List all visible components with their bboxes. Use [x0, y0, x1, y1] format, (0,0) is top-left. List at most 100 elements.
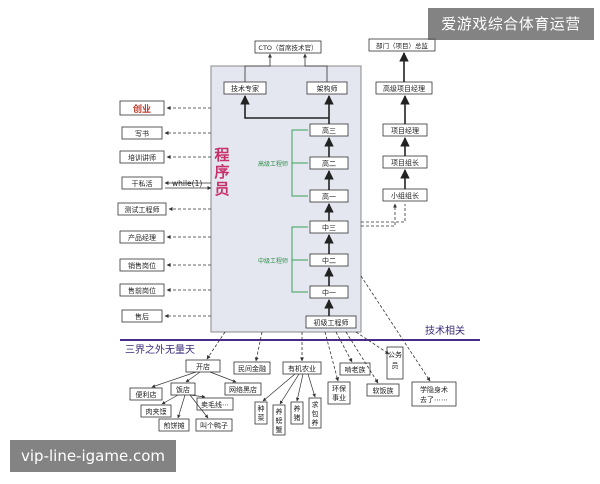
- cultivate-line-2: 去了⋯⋯: [420, 395, 448, 404]
- director-label: 部门（项目）总监: [376, 41, 429, 50]
- junior-box: [305, 315, 357, 329]
- product-manager-label: 产品经理: [128, 233, 156, 242]
- trainer-box: [119, 150, 165, 164]
- programmer-title-2: 序: [214, 163, 229, 181]
- author-box: [121, 126, 163, 140]
- mid2-label: 中二: [322, 256, 336, 265]
- senior-group-label: 高级工程师: [258, 160, 288, 168]
- aftersales-box: [121, 309, 163, 323]
- env-char-1: 环保: [332, 384, 346, 393]
- left-dashed-arrows: [164, 106, 211, 318]
- junior-label: 初级工程师: [314, 318, 349, 327]
- group-leader-label: 小组组长: [391, 191, 419, 200]
- product-manager-box: [119, 230, 165, 244]
- rice-label: 软饭族: [373, 386, 394, 395]
- architect-label: 架构师: [317, 84, 338, 93]
- cto-label: CTO（首席技术官）: [258, 43, 317, 52]
- env-box: [327, 381, 351, 405]
- private-finance-label: 民间金融: [238, 364, 266, 373]
- other-realm-label: 三界之外无量天: [125, 343, 195, 356]
- farm-branch-arrows: [262, 373, 316, 405]
- team-leader-label: 项目组长: [391, 158, 419, 167]
- pancake-label: 煎饼摊: [164, 421, 185, 430]
- convenience-store-box: [129, 387, 163, 401]
- meat-buns-box: [140, 404, 172, 418]
- programmer-title-1: 程: [214, 146, 229, 164]
- senior3-to-expert-arrow: [240, 95, 329, 119]
- presales-box: [119, 283, 165, 297]
- sleep-label: 啃老族: [345, 365, 366, 374]
- open-shop-box: [185, 359, 221, 373]
- rice-box: [366, 383, 400, 397]
- while-label: while(1): [172, 179, 202, 188]
- senior-pm-label: 高级项目经理: [383, 84, 425, 93]
- crab-char-1: 养: [276, 407, 283, 416]
- senior2-label: 高二: [322, 159, 336, 168]
- pm-label: 项目经理: [391, 126, 419, 135]
- senior-bracket: [291, 129, 308, 197]
- meat-buns-label: 肉夹馍: [146, 407, 167, 416]
- pig-box: [290, 401, 304, 425]
- tech-related-label: 技术相关: [425, 324, 465, 337]
- programmer-title-3: 员: [214, 180, 229, 198]
- civil-char-1: 公务: [388, 350, 402, 359]
- private-work-label: 干私活: [132, 179, 153, 188]
- veg-box: [254, 401, 268, 425]
- duck-label: 叫个鸭子: [200, 421, 228, 430]
- internet-cafe-box: [224, 382, 262, 396]
- cultivate-line-1: 学隐身术: [420, 385, 448, 394]
- crab-box: [272, 404, 286, 436]
- civil-char-2: 员: [392, 362, 399, 370]
- restaurant-label: 饭店: [176, 385, 190, 394]
- pig-char-1: 养: [294, 404, 301, 413]
- wool-selling-label: 卖毛线⋯: [201, 400, 229, 409]
- presales-label: 售前岗位: [128, 286, 156, 295]
- startup-box: [119, 100, 165, 116]
- tech-expert-label: 技术专家: [231, 84, 259, 93]
- crab-char-3: 蟹: [276, 425, 283, 434]
- author-label: 写书: [135, 129, 149, 138]
- sales-label: 销售岗位: [128, 261, 156, 270]
- architect-to-cto-arrow: [303, 53, 328, 82]
- internet-cafe-label: 网络黑店: [229, 385, 257, 394]
- senior3-label: 高三: [322, 126, 336, 135]
- crab-char-2: 螃: [276, 416, 283, 425]
- tester-label: 测试工程师: [125, 205, 160, 214]
- mid-group-label: 中级工程师: [258, 257, 288, 265]
- organic-farm-box: [282, 361, 322, 375]
- convenience-store-label: 便利店: [136, 390, 157, 399]
- bottom-watermark: vip-line-igame.com: [10, 440, 176, 472]
- sales-box: [119, 258, 165, 272]
- senior1-label: 高一: [322, 192, 336, 201]
- bottom-dashed-arrows: [206, 275, 431, 384]
- trainer-label: 培训讲师: [128, 153, 156, 162]
- duck-box: [195, 418, 233, 432]
- cultivate-box: [411, 381, 457, 407]
- sleep-box: [339, 362, 371, 376]
- top-watermark: 爱游戏综合体育运营: [428, 8, 594, 40]
- mid1-label: 中一: [322, 288, 336, 297]
- startup-label: 创业: [132, 103, 151, 115]
- cto-box: [254, 40, 322, 54]
- mid3-label: 中三: [322, 223, 336, 232]
- veg-char-2: 菜: [258, 413, 265, 422]
- begging-char-3: 养: [312, 418, 319, 427]
- begging-char-2: 包: [312, 409, 319, 418]
- tester-box: [117, 202, 167, 216]
- restaurant-box: [170, 382, 196, 396]
- organic-farm-label: 有机农业: [288, 364, 316, 373]
- veg-char-1: 种: [258, 404, 265, 413]
- open-shop-label: 开店: [196, 362, 210, 371]
- aftersales-label: 售后: [135, 312, 149, 321]
- private-work-box: [121, 176, 163, 190]
- programmer-to-group-leader-dashed: [361, 203, 397, 227]
- director-box: [368, 38, 436, 52]
- shop-branch-arrows: [151, 371, 237, 419]
- begging-char-1: 求: [312, 400, 319, 409]
- pig-char-2: 猪: [294, 413, 301, 422]
- env-char-2: 事业: [332, 393, 346, 402]
- private-finance-box: [233, 361, 271, 375]
- mid-bracket: [291, 226, 308, 293]
- mid-to-management-dashed: [361, 204, 406, 223]
